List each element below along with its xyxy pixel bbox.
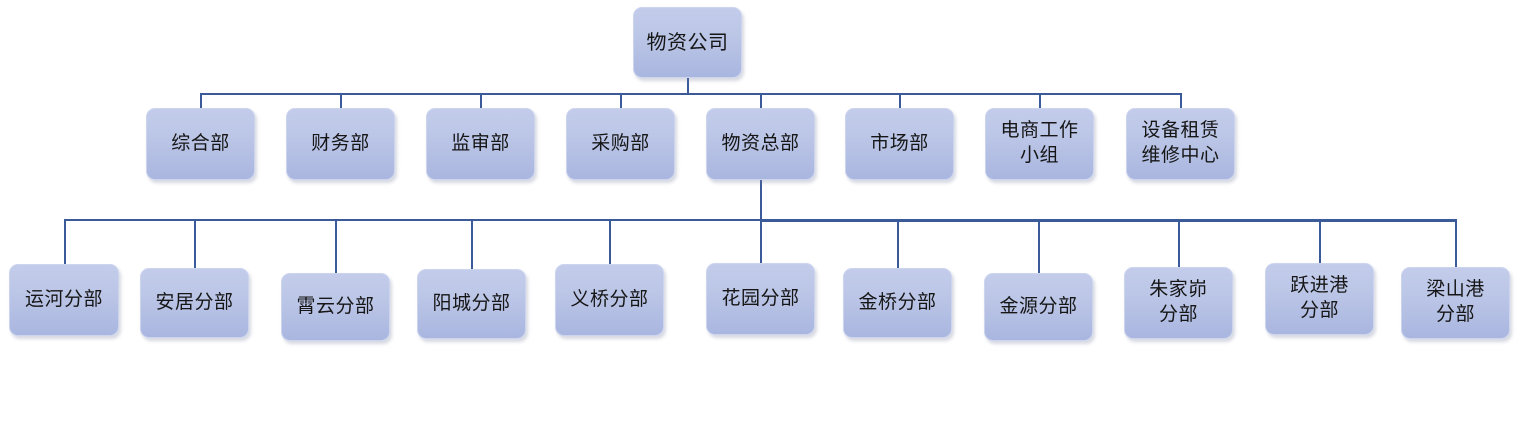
node-department-zonghebu[interactable]: 综合部 <box>146 108 255 180</box>
node-branch-xiaoyun[interactable]: 霄云分部 <box>281 273 390 341</box>
node-branch-jinyuan[interactable]: 金源分部 <box>984 273 1093 341</box>
connector-drop-d7 <box>1039 93 1041 108</box>
node-department-caiwubu[interactable]: 财务部 <box>286 108 395 180</box>
node-label: 物资公司 <box>646 31 729 54</box>
node-label: 市场部 <box>870 132 929 154</box>
node-branch-zhujiamao[interactable]: 朱家峁 分部 <box>1124 267 1233 339</box>
connector-drop-b11 <box>1455 219 1457 267</box>
connector-drop-d4 <box>620 93 622 108</box>
node-label: 安居分部 <box>155 291 234 313</box>
node-label: 物资总部 <box>721 132 800 154</box>
node-department-dianshang-gongzuo-xiaozu[interactable]: 电商工作 小组 <box>985 108 1094 180</box>
node-company[interactable]: 物资公司 <box>633 7 742 78</box>
node-branch-yangcheng[interactable]: 阳城分部 <box>417 269 526 339</box>
node-branch-liangshangang[interactable]: 梁山港 分部 <box>1401 267 1510 339</box>
node-label: 花园分部 <box>721 287 800 309</box>
node-label: 霄云分部 <box>296 295 375 317</box>
node-label: 梁山港 分部 <box>1426 279 1485 325</box>
connector-drop-b1 <box>64 219 66 264</box>
connector-drop-d3 <box>480 93 482 108</box>
connector-drop-b10 <box>1319 219 1321 263</box>
connector-drop-b2 <box>194 219 196 268</box>
node-label: 监审部 <box>451 132 510 154</box>
connector-drop-b4 <box>471 219 473 269</box>
connector-drop-b6 <box>760 219 762 263</box>
node-label: 义桥分部 <box>570 288 649 310</box>
node-label: 设备租赁 维修中心 <box>1141 120 1220 166</box>
node-branch-yiqiao[interactable]: 义桥分部 <box>555 264 664 336</box>
node-branch-jinqiao[interactable]: 金桥分部 <box>843 268 952 338</box>
connector-row2-bus <box>200 93 1181 95</box>
node-label: 金源分部 <box>999 295 1078 317</box>
node-department-caigoubu[interactable]: 采购部 <box>566 108 675 180</box>
node-label: 采购部 <box>591 132 650 154</box>
connector-drop-d5 <box>760 93 762 108</box>
node-department-jianshenbu[interactable]: 监审部 <box>426 108 535 180</box>
connector-drop-d2 <box>340 93 342 108</box>
connector-drop-b8 <box>1038 219 1040 273</box>
node-branch-yuejingang[interactable]: 跃进港 分部 <box>1265 263 1374 335</box>
node-label: 跃进港 分部 <box>1290 275 1349 321</box>
connector-drop-b3 <box>335 219 337 273</box>
node-label: 金桥分部 <box>858 291 937 313</box>
connector-drop-b9 <box>1178 219 1180 267</box>
node-department-wuzizongbu[interactable]: 物资总部 <box>706 108 815 180</box>
connector-drop-d6 <box>899 93 901 108</box>
connector-d5-stem <box>760 180 762 221</box>
node-branch-huayuan[interactable]: 花园分部 <box>706 263 815 335</box>
connector-drop-d8 <box>1180 93 1182 108</box>
node-department-shichangbu[interactable]: 市场部 <box>845 108 954 180</box>
node-label: 阳城分部 <box>432 292 511 314</box>
node-label: 电商工作 小组 <box>1000 120 1079 166</box>
node-branch-anju[interactable]: 安居分部 <box>140 268 249 338</box>
node-branch-yunhe[interactable]: 运河分部 <box>9 264 119 336</box>
connector-drop-b5 <box>609 219 611 264</box>
connector-drop-b7 <box>897 219 899 268</box>
connector-row3-bus-right <box>760 219 1456 222</box>
connector-row3-bus-left <box>64 219 761 221</box>
node-label: 朱家峁 分部 <box>1149 279 1208 325</box>
connector-drop-d1 <box>200 93 202 108</box>
node-label: 综合部 <box>171 132 230 154</box>
node-label: 财务部 <box>311 132 370 154</box>
node-department-shebei-zulin-weixiu-zhongxin[interactable]: 设备租赁 维修中心 <box>1126 108 1235 180</box>
connector-root-stem <box>687 78 689 94</box>
node-label: 运河分部 <box>24 288 103 310</box>
